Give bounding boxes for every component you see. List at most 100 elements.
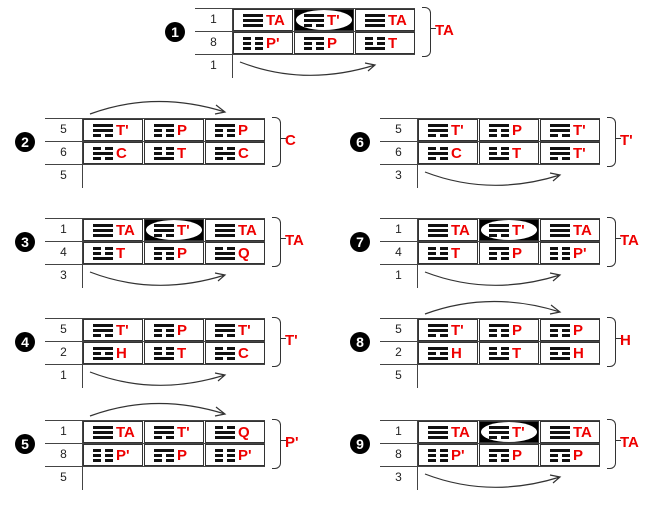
panel-number-badge: 3 [15, 232, 35, 252]
trigram-icon [550, 224, 570, 238]
trigram-cell: TA [418, 421, 478, 443]
solid-line [550, 357, 570, 360]
right-brace [607, 217, 616, 267]
trigram-cell: P [294, 32, 354, 54]
solid-line [428, 329, 448, 332]
trigram-cell: P' [418, 444, 478, 466]
trigram-label: TA [266, 12, 285, 29]
trigram-label: T' [573, 122, 586, 139]
solid-line [428, 431, 448, 434]
trigram-cell: P [205, 119, 265, 141]
solid-line [428, 347, 448, 350]
trigram-label: T [177, 145, 187, 162]
trigram-cell: TA [83, 219, 143, 241]
trigram-icon [428, 324, 448, 338]
trigram-icon [154, 347, 174, 361]
panel-number-badge: 2 [15, 132, 35, 152]
row-number: 8 [60, 447, 67, 461]
trigram-cell: P' [540, 242, 600, 264]
broken-line [215, 347, 235, 350]
trigram-cell: C [205, 142, 265, 164]
broken-line [154, 347, 174, 350]
trigram-label: P [177, 447, 188, 464]
solid-line [489, 449, 509, 452]
right-brace [422, 7, 431, 57]
broken-line [489, 454, 509, 457]
row-divider [380, 443, 600, 444]
broken-line [550, 252, 570, 255]
broken-line [154, 436, 174, 439]
trigram-icon [93, 347, 113, 361]
broken-line [215, 129, 235, 132]
curved-arrow-icon [424, 171, 562, 186]
row-number: 5 [395, 122, 402, 136]
curved-arrow-icon [424, 271, 562, 286]
row-divider [45, 164, 265, 165]
trigram-label: T [512, 345, 522, 362]
broken-line [154, 334, 174, 337]
solid-line [550, 324, 570, 327]
trigram-cell: H [83, 342, 143, 364]
solid-line [428, 129, 448, 132]
trigram-icon [489, 247, 509, 261]
broken-line [304, 42, 324, 45]
trigram-label: P [512, 245, 523, 262]
solid-line [428, 436, 448, 439]
result-label: H [620, 332, 631, 349]
column-divider [82, 318, 83, 388]
trigram-icon [215, 247, 235, 261]
broken-line [489, 152, 509, 155]
solid-line [215, 324, 235, 327]
trigram-label: Q [238, 424, 250, 441]
trigram-label: TA [573, 424, 592, 441]
solid-line [154, 357, 174, 360]
trigram-icon [365, 37, 385, 51]
solid-line [215, 436, 235, 439]
solid-line [550, 431, 570, 434]
trigram-icon [304, 37, 324, 51]
trigram-label: T [388, 35, 398, 52]
trigram-label: T' [177, 222, 190, 239]
curved-arrow-icon [89, 371, 227, 386]
trigram-icon [93, 147, 113, 161]
solid-line [93, 124, 113, 127]
trigram-cell: C [418, 142, 478, 164]
broken-line [550, 134, 570, 137]
trigram-cell: C [83, 142, 143, 164]
broken-line [550, 247, 570, 250]
trigram-icon [489, 224, 509, 238]
solid-line [215, 252, 235, 255]
trigram-cell: P [144, 444, 204, 466]
solid-line [428, 224, 448, 227]
result-label: P' [285, 434, 299, 451]
solid-line [489, 426, 509, 429]
trigram-label: T' [451, 322, 464, 339]
right-brace [272, 117, 281, 167]
row-divider [45, 264, 265, 265]
broken-line [428, 334, 448, 337]
trigram-icon [428, 347, 448, 361]
trigram-label: T' [238, 322, 251, 339]
trigram-label: P [327, 35, 338, 52]
trigram-label: H [116, 345, 127, 362]
broken-line [215, 357, 235, 360]
broken-line [154, 257, 174, 260]
trigram-cell: P [479, 119, 539, 141]
broken-line [93, 147, 113, 150]
row-divider [45, 241, 265, 242]
trigram-label: C [238, 345, 249, 362]
trigram-cell: T [418, 242, 478, 264]
solid-line [550, 129, 570, 132]
trigram-icon [428, 124, 448, 138]
broken-line [428, 157, 448, 160]
panel-number-badge: 7 [350, 232, 370, 252]
row-number: 8 [395, 447, 402, 461]
solid-line [215, 352, 235, 355]
row-number: 1 [395, 222, 402, 236]
broken-line [93, 459, 113, 462]
trigram-icon [489, 426, 509, 440]
row-divider [380, 364, 600, 365]
